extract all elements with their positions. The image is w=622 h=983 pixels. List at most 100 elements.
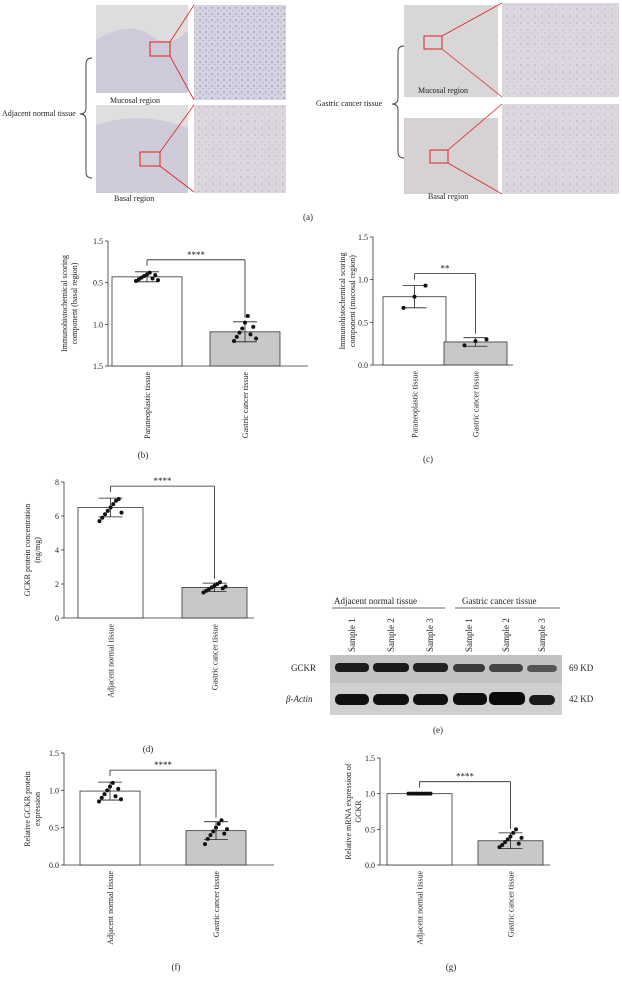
panel-label-g: (g) bbox=[446, 962, 457, 972]
significance-marker: **** bbox=[456, 772, 475, 782]
data-point bbox=[406, 791, 411, 796]
y-tick-label: 1.5 bbox=[358, 233, 368, 242]
actin-band bbox=[529, 695, 555, 705]
data-point bbox=[511, 830, 516, 835]
y-axis-label: (ng/mg) bbox=[33, 537, 42, 563]
right-group-label: Gastric cancer tissue bbox=[316, 99, 383, 108]
x-category-label: Adjacent normal tissue bbox=[106, 871, 115, 945]
data-point bbox=[222, 831, 227, 836]
data-point bbox=[216, 821, 221, 826]
data-point bbox=[211, 829, 216, 834]
y-axis-label: Immunohistochemical scoring bbox=[60, 255, 69, 352]
x-category-label: Gastric cancer tissue bbox=[507, 871, 516, 938]
actin-band bbox=[373, 694, 409, 705]
y-tick-label: 6 bbox=[55, 512, 59, 521]
y-tick-label: 1.5 bbox=[365, 754, 375, 763]
gckr-band bbox=[527, 665, 557, 672]
panel-label-c: (c) bbox=[423, 454, 433, 464]
x-category-label: Paraneoplastic tissue bbox=[411, 371, 420, 438]
data-point bbox=[108, 784, 112, 789]
y-axis-label: Relative mRNA expression of bbox=[344, 763, 353, 860]
blot-group-right: Gastric cancer tissue bbox=[462, 596, 537, 606]
data-point bbox=[218, 580, 222, 585]
data-point bbox=[156, 278, 160, 283]
data-point bbox=[412, 791, 416, 796]
y-tick-label: 0.0 bbox=[358, 361, 368, 370]
data-point bbox=[99, 795, 104, 800]
right-bottom-caption: Basal region bbox=[428, 192, 469, 201]
data-point bbox=[243, 320, 247, 325]
y-tick-label: 0.5 bbox=[49, 824, 59, 833]
y-tick-label: 1.5 bbox=[93, 237, 103, 246]
y-tick-label: 0 bbox=[55, 614, 59, 623]
data-point bbox=[116, 497, 121, 501]
data-point bbox=[245, 314, 250, 318]
data-point bbox=[97, 519, 102, 524]
data-point bbox=[219, 818, 224, 823]
panel-a-figure bbox=[79, 2, 619, 195]
y-axis-label: component (mucosal region) bbox=[348, 255, 357, 347]
x-category-label: Gastric cancer tissue bbox=[211, 624, 220, 691]
blot-sample-label: Sample 2 bbox=[386, 618, 396, 652]
blot-size-gckr: 69 KD bbox=[569, 663, 594, 673]
left-top-caption: Mucosal region bbox=[110, 96, 160, 105]
data-point bbox=[97, 799, 101, 804]
y-axis-label: component (basal region) bbox=[70, 262, 79, 344]
data-point bbox=[102, 792, 107, 797]
actin-band bbox=[453, 693, 487, 705]
data-point bbox=[503, 840, 507, 845]
y-axis-label: Immunohistochemical scoring bbox=[338, 252, 347, 349]
micrograph-right-basal-overview bbox=[404, 118, 498, 194]
y-tick-label: 1.5 bbox=[49, 749, 59, 758]
data-point bbox=[105, 508, 110, 513]
data-point bbox=[516, 841, 521, 846]
y-axis-label: expression bbox=[33, 792, 42, 826]
significance-marker: **** bbox=[154, 476, 173, 486]
bar bbox=[111, 276, 183, 367]
significance-marker: ** bbox=[441, 264, 451, 274]
y-axis-label: GCKR protein concentration bbox=[23, 504, 32, 596]
data-point bbox=[147, 270, 152, 275]
right-group-bracket bbox=[391, 45, 405, 159]
data-point bbox=[462, 343, 467, 348]
panel-label-d: (d) bbox=[143, 744, 154, 754]
y-tick-label: 1.0 bbox=[93, 320, 103, 329]
data-point bbox=[105, 788, 110, 793]
data-point bbox=[519, 835, 524, 840]
data-point bbox=[414, 791, 419, 796]
data-point bbox=[103, 512, 107, 517]
blot-group-left: Adjacent normal tissue bbox=[334, 596, 417, 606]
data-point bbox=[473, 339, 478, 344]
data-point bbox=[420, 791, 425, 796]
data-point bbox=[100, 515, 105, 520]
gckr-band bbox=[373, 663, 409, 672]
data-point bbox=[119, 510, 124, 515]
x-category-label: Gastric cancer tissue bbox=[212, 871, 221, 938]
micrograph-right-basal-zoom bbox=[502, 104, 619, 194]
y-tick-label: 2 bbox=[55, 580, 59, 589]
left-group-label: Adjacent normal tissue bbox=[2, 109, 76, 118]
blot-size-actin: 42 KD bbox=[569, 694, 594, 704]
blot-sample-label: Sample 3 bbox=[425, 618, 435, 652]
y-tick-label: 4 bbox=[55, 546, 59, 555]
x-category-label: Gastric cancer tissue bbox=[241, 372, 250, 439]
data-point bbox=[254, 336, 258, 341]
micrograph-left-mucosal-zoom bbox=[194, 5, 286, 100]
x-category-label: Adjacent normal tissue bbox=[416, 871, 425, 945]
right-top-caption: Mucosal region bbox=[418, 86, 468, 95]
significance-marker: **** bbox=[187, 250, 206, 260]
data-point bbox=[111, 502, 116, 507]
data-point bbox=[113, 794, 118, 799]
actin-band bbox=[489, 692, 525, 705]
panel-label-e: (e) bbox=[433, 725, 443, 735]
significance-marker: **** bbox=[154, 760, 173, 770]
data-point bbox=[110, 780, 115, 785]
data-point bbox=[514, 827, 518, 832]
y-tick-label: 1.0 bbox=[365, 790, 375, 799]
blot-sample-label: Sample 1 bbox=[464, 618, 474, 652]
data-point bbox=[248, 332, 253, 337]
data-point bbox=[508, 834, 513, 839]
gckr-band bbox=[413, 663, 448, 672]
